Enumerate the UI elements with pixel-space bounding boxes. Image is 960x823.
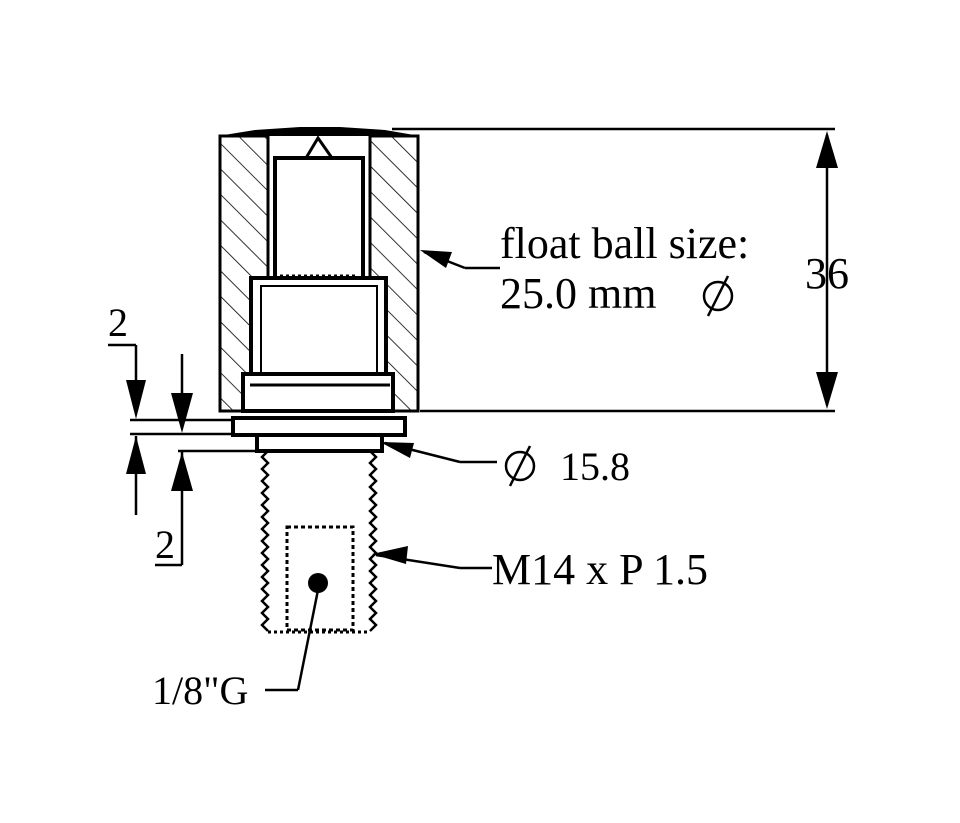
thread-callout: M14 x P 1.5 bbox=[372, 545, 708, 594]
gap-dimension: 2 2 bbox=[108, 300, 257, 567]
diameter-icon bbox=[504, 445, 536, 487]
top-vent-notch bbox=[303, 135, 335, 160]
port-label: 1/8"G bbox=[152, 668, 248, 713]
height-dimension: 36 bbox=[392, 127, 849, 413]
flange bbox=[231, 416, 407, 453]
gap-bottom-label: 2 bbox=[155, 522, 175, 567]
float-element bbox=[241, 156, 395, 413]
port-dot bbox=[308, 573, 328, 593]
height-dim-label: 36 bbox=[805, 249, 849, 298]
float-ball-body bbox=[249, 276, 388, 377]
thread-label: M14 x P 1.5 bbox=[492, 545, 708, 594]
diameter-icon bbox=[702, 275, 734, 317]
float-ball-size-label: float ball size: bbox=[500, 219, 749, 268]
housing-top-cap bbox=[218, 127, 420, 136]
diameter-label: 15.8 bbox=[560, 444, 630, 489]
flange-plate bbox=[231, 416, 407, 437]
port-callout: 1/8"G bbox=[152, 589, 320, 713]
threaded-stem bbox=[260, 450, 378, 634]
float-stem bbox=[273, 156, 365, 280]
diameter-callout: 15.8 bbox=[380, 441, 630, 489]
float-base bbox=[241, 372, 395, 413]
thread-left-edge bbox=[260, 450, 270, 632]
gap-top-label: 2 bbox=[108, 300, 128, 345]
float-ball-callout: float ball size: 25.0 mm bbox=[420, 219, 749, 318]
float-ball-value: 25.0 mm bbox=[500, 269, 656, 318]
thread-right-edge bbox=[368, 450, 378, 632]
housing-left-wall bbox=[218, 134, 270, 413]
flange-collar bbox=[255, 433, 384, 453]
